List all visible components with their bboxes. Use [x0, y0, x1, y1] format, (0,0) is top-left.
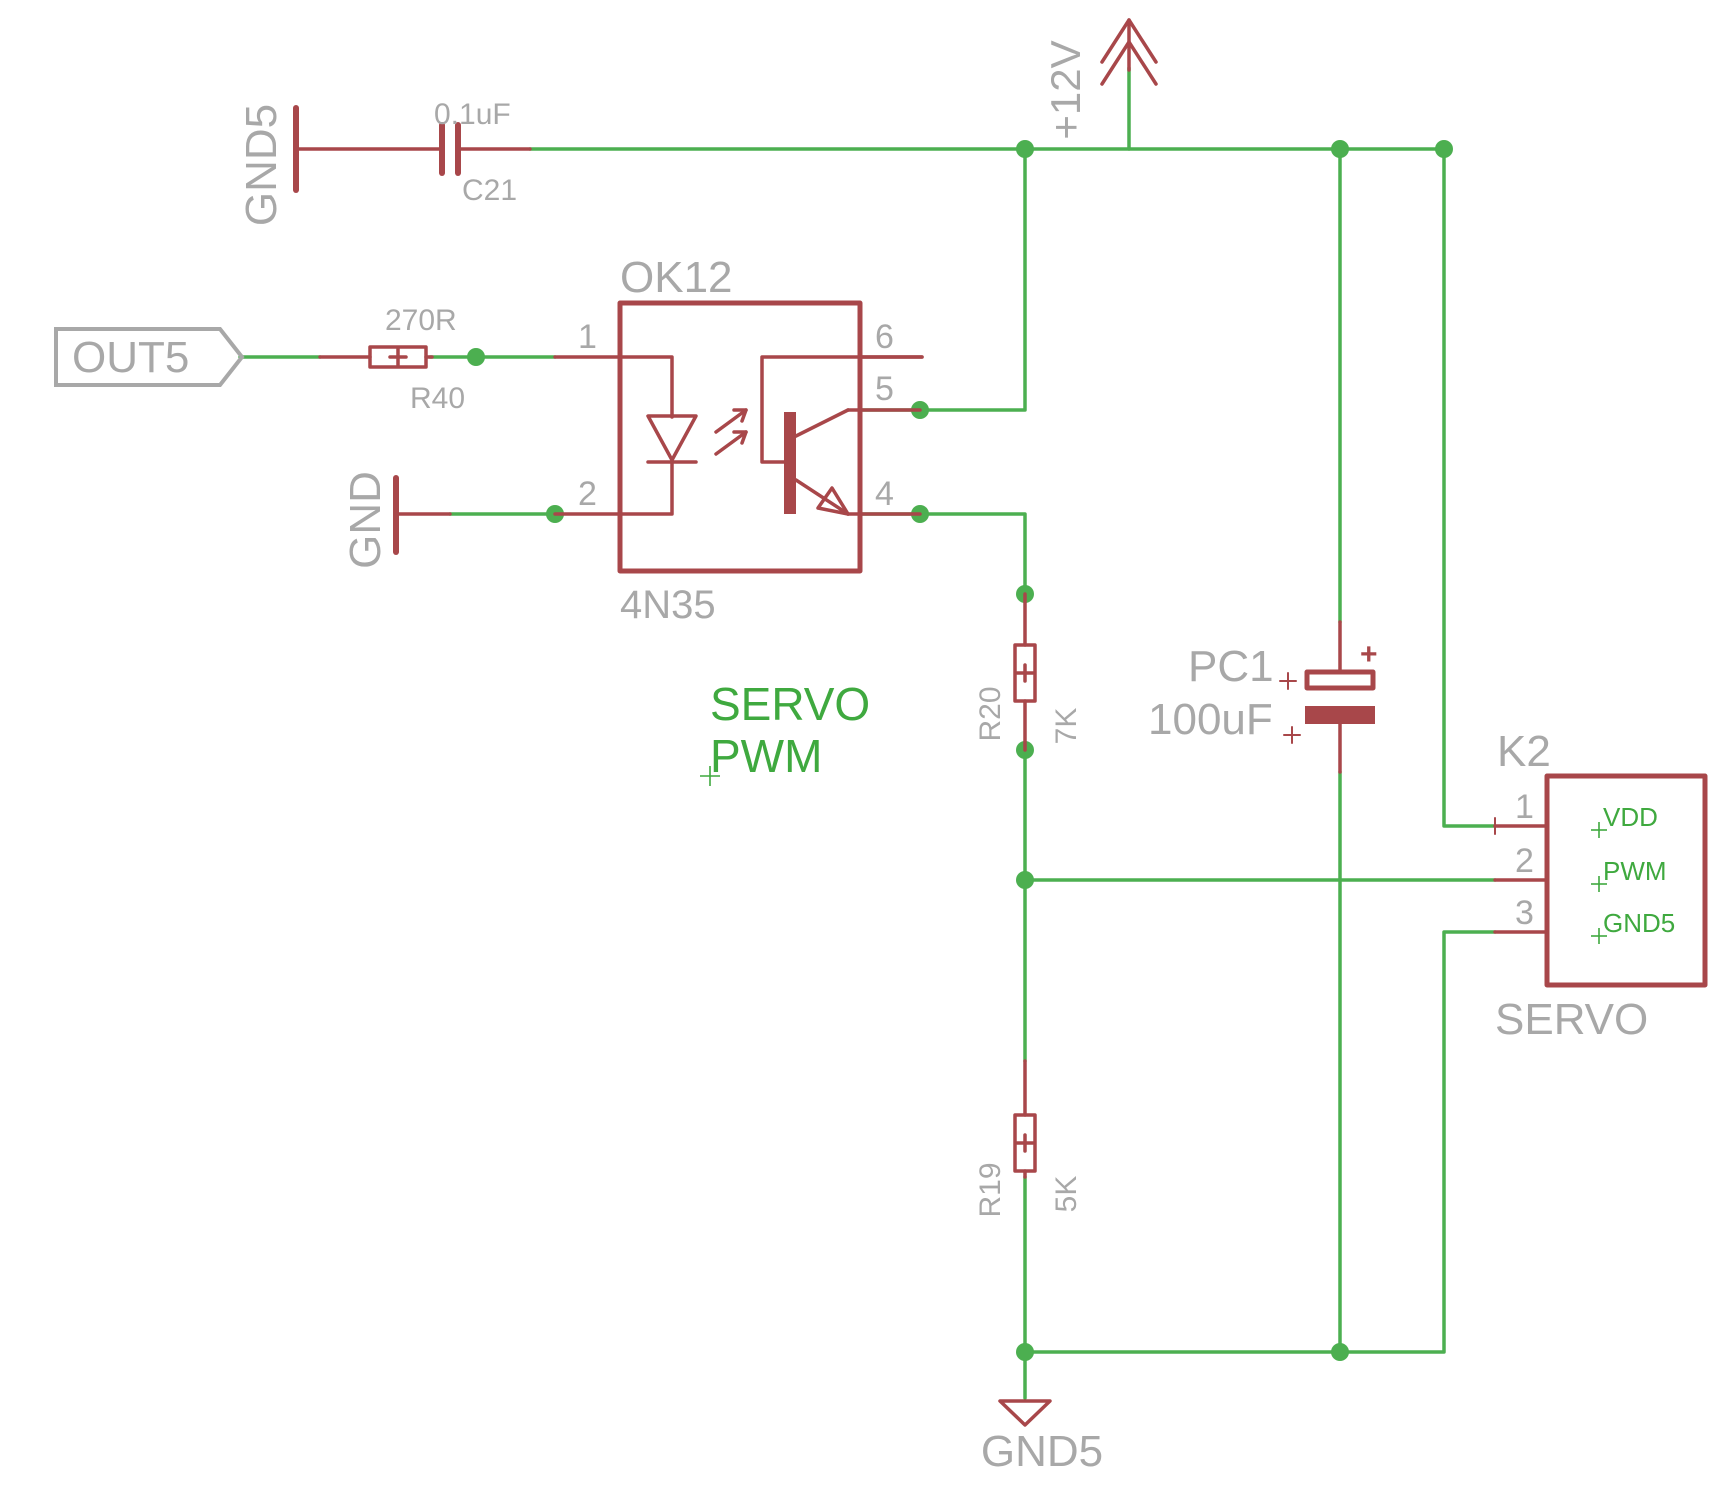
ok12-body [617, 300, 863, 574]
servo-pwm-note: SERVO PWM [700, 678, 870, 786]
k2-name: K2 [1497, 727, 1551, 776]
k2-pin3-name: GND5 [1603, 908, 1675, 938]
gnd-left-label: GND [341, 471, 390, 569]
c21-value: 0.1uF [434, 98, 511, 131]
pc1-value: 100uF [1148, 695, 1273, 744]
k2-pin1-name: VDD [1603, 802, 1658, 832]
pc1-plate-positive [1304, 669, 1376, 691]
supply-12v: +12V [1042, 18, 1158, 140]
c21-name: C21 [462, 174, 517, 207]
ok12-pin6-number: 6 [875, 318, 894, 356]
light-ray-2 [714, 430, 748, 456]
out5-port: OUT5 [54, 327, 245, 387]
junction-dot [1016, 871, 1034, 889]
led-triangle [646, 414, 698, 462]
connector-k2: 1 2 3 VDD PWM GND5 K2 SERVO [1493, 727, 1708, 1044]
r40-value: 270R [385, 304, 457, 337]
resistor-r20: R20 7K [974, 592, 1083, 752]
gnd5-bottom-label: GND5 [981, 1427, 1103, 1476]
led-cathode-wire [618, 458, 674, 516]
gnd5-top-label: GND5 [237, 104, 286, 226]
out5-label: OUT5 [72, 333, 189, 382]
k2-pin3-number: 3 [1515, 894, 1534, 932]
junction-dot [467, 348, 485, 366]
resistor-r19: R19 5K [974, 1059, 1083, 1218]
r19-name: R19 [974, 1162, 1007, 1217]
note-line1: SERVO [710, 678, 870, 730]
junction-dot [1331, 140, 1349, 158]
note-line2: PWM [710, 730, 822, 782]
vcc-label: +12V [1042, 40, 1089, 139]
resistor-r40: 270R R40 [318, 304, 465, 415]
wires [238, 66, 1497, 1400]
k2-pin1-number: 1 [1515, 788, 1534, 826]
wire-emitter [860, 512, 1027, 596]
emitter-arrow [816, 486, 850, 516]
ok12-pin1-number: 1 [578, 318, 597, 356]
ok12-pin4-number: 4 [875, 475, 894, 513]
light-arrow-2 [732, 430, 748, 445]
transistor-collector [794, 408, 850, 438]
light-ray-1 [714, 408, 748, 434]
junction-dot [1435, 140, 1453, 158]
transistor-base-lead [760, 355, 924, 464]
wire-k2-vdd [1442, 147, 1497, 828]
r20-value: 7K [1050, 708, 1083, 745]
transistor-emitter [794, 478, 850, 516]
optocoupler-ok12: 1 2 6 5 4 OK12 4N35 [553, 253, 924, 627]
ok12-pin5-number: 5 [875, 370, 894, 408]
k2-pin2-number: 2 [1515, 842, 1534, 880]
r19-value: 5K [1050, 1176, 1083, 1213]
ok12-pin2-number: 2 [578, 475, 597, 513]
k2-pin2-name: PWM [1603, 856, 1667, 886]
junction-dot [1016, 140, 1034, 158]
pc1-polarity: + [1360, 638, 1378, 671]
wire-gnd5-rail [1023, 930, 1497, 1354]
light-arrow-1 [732, 408, 748, 423]
capacitor-pc1: + PC1 100uF [1148, 620, 1378, 774]
ok12-part: 4N35 [620, 583, 716, 627]
pc1-plate-negative [1305, 706, 1375, 724]
capacitor-c21: GND5 0.1uF C21 [237, 98, 532, 226]
pc1-name: PC1 [1188, 642, 1274, 691]
r20-name: R20 [974, 686, 1007, 741]
gnd5-bottom: GND5 [981, 1399, 1103, 1476]
ok12-name: OK12 [620, 253, 733, 302]
junction-dot [1331, 1343, 1349, 1361]
out5-frame [54, 327, 245, 387]
k2-part: SERVO [1495, 995, 1648, 1044]
led-anode-wire [618, 355, 674, 419]
gnd-left: GND [341, 471, 452, 569]
junctions [467, 140, 1453, 1361]
gnd5-bottom-triangle [998, 1399, 1052, 1427]
r40-name: R40 [410, 382, 465, 415]
junction-dot [1016, 1343, 1034, 1361]
